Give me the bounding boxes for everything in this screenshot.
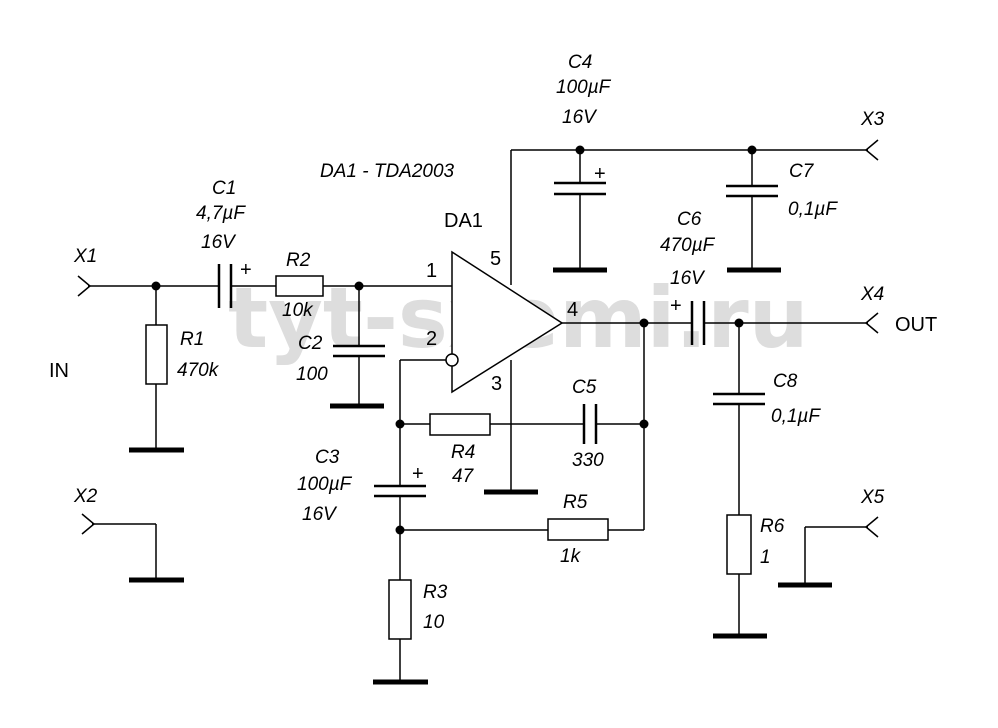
- c4-value: 100µF: [556, 77, 612, 98]
- r5-ref: R5: [563, 492, 588, 513]
- c5-value: 330: [572, 450, 604, 471]
- x2-label: X2: [73, 486, 98, 507]
- c5-ref: C5: [572, 377, 597, 398]
- c6-ref: C6: [677, 209, 702, 230]
- c3-voltage: 16V: [302, 504, 338, 525]
- r2-value: 10k: [282, 300, 314, 321]
- r4-symbol: [429, 413, 491, 436]
- x4-label: X4: [860, 284, 884, 305]
- pin-1-label: 1: [426, 260, 437, 282]
- r1-ref: R1: [180, 329, 204, 350]
- x3-label: X3: [860, 109, 885, 130]
- r3-ref: R3: [423, 582, 448, 603]
- c3-polarity-mark: +: [412, 463, 424, 485]
- r2-ref: R2: [286, 250, 311, 271]
- c3-value: 100µF: [297, 474, 353, 495]
- connector-terminals: [77, 139, 879, 538]
- r2-symbol: [275, 275, 324, 297]
- chip-ref: DA1: [444, 210, 483, 232]
- r6-ref: R6: [760, 516, 785, 537]
- c1-ref: C1: [212, 178, 236, 199]
- x1-label: X1: [73, 246, 97, 267]
- c4-voltage: 16V: [562, 107, 598, 128]
- x5-terminal: [864, 516, 879, 538]
- capacitor-plates: [217, 181, 778, 498]
- c8-value: 0,1µF: [771, 406, 821, 427]
- da1-amplifier: [445, 250, 564, 394]
- r6-symbol: [726, 514, 752, 575]
- r3-value: 10: [423, 612, 445, 633]
- opamp-triangle: [451, 250, 564, 394]
- c6-polarity-mark: +: [670, 295, 682, 317]
- wires: [88, 149, 868, 680]
- r4-value: 47: [452, 466, 475, 487]
- c6-value: 470µF: [660, 235, 716, 256]
- r5-value: 1k: [560, 546, 582, 567]
- x3-terminal: [864, 139, 879, 161]
- r5-symbol: [547, 518, 609, 541]
- pin-4-label: 4: [567, 299, 578, 321]
- junction-dots: [151, 145, 757, 535]
- c1-value: 4,7µF: [196, 203, 246, 224]
- x1-terminal: [77, 275, 92, 297]
- c7-value: 0,1µF: [788, 199, 838, 220]
- c7-ref: C7: [789, 161, 815, 182]
- c2-value: 100: [296, 364, 328, 385]
- r6-value: 1: [760, 547, 771, 568]
- c8-ref: C8: [773, 371, 798, 392]
- ground-symbols: [129, 267, 832, 685]
- c4-ref: C4: [568, 52, 592, 73]
- pin-5-label: 5: [490, 248, 501, 270]
- pin-2-label: 2: [426, 328, 437, 350]
- c2-ref: C2: [298, 333, 323, 354]
- c1-voltage: 16V: [201, 232, 237, 253]
- r3-symbol: [388, 579, 412, 640]
- r1-value: 470k: [177, 360, 220, 381]
- c4-polarity-mark: +: [594, 163, 606, 185]
- c6-voltage: 16V: [670, 268, 706, 289]
- inverting-input-bubble: [445, 353, 459, 367]
- r1-symbol: [145, 324, 168, 385]
- r4-ref: R4: [451, 442, 475, 463]
- resistor-bodies: [145, 275, 752, 640]
- x5-label: X5: [860, 487, 885, 508]
- c1-polarity-mark: +: [240, 259, 252, 281]
- pin-3-label: 3: [491, 373, 502, 395]
- out-label: OUT: [895, 314, 937, 336]
- x2-terminal: [81, 513, 96, 535]
- c3-ref: C3: [315, 447, 340, 468]
- x4-terminal: [864, 312, 879, 334]
- chip-type-caption: DA1 - TDA2003: [320, 161, 455, 182]
- in-label: IN: [49, 360, 69, 382]
